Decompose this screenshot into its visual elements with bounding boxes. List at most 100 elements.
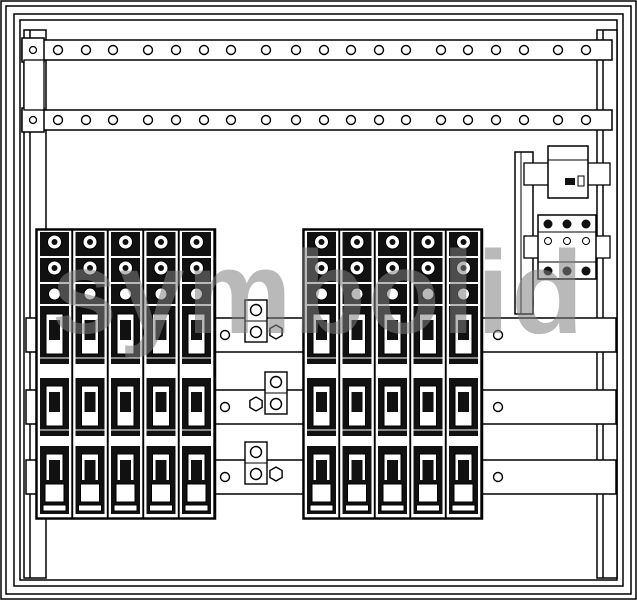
terminal-screw-center <box>51 265 58 271</box>
fuse-link <box>422 320 434 340</box>
fuse-link <box>49 320 60 340</box>
bottom-terminal-clamp <box>115 483 136 503</box>
connector-bolt <box>249 303 263 317</box>
fuse-link <box>387 392 398 412</box>
fuse-link <box>84 392 96 412</box>
bolt-hole <box>462 44 474 56</box>
bolt-hole <box>260 44 272 56</box>
terminal-screw <box>457 287 470 301</box>
bolt-hole <box>170 114 182 126</box>
bolt-hole <box>107 114 119 126</box>
fuse-link <box>458 460 469 480</box>
terminal-screw-center <box>87 265 93 271</box>
bolt-hole <box>345 44 357 56</box>
terminal-screw-center <box>318 239 325 245</box>
bolt-hole <box>373 44 385 56</box>
clamp-screw <box>28 45 38 55</box>
bolt-hole <box>80 114 92 126</box>
bolt-hole <box>552 114 564 126</box>
connector-bolt <box>269 375 283 389</box>
busbar-hole <box>219 471 231 483</box>
bolt-hole <box>518 44 530 56</box>
fuse-link <box>316 392 327 412</box>
bolt-hole <box>52 44 64 56</box>
terminal-screw <box>119 287 132 301</box>
terminal-screw-center <box>425 265 431 271</box>
fuse-link <box>191 320 202 340</box>
bolt-hole <box>435 114 447 126</box>
bolt-hole <box>170 44 182 56</box>
terminal-screw-center <box>87 239 93 245</box>
fuse-link <box>387 460 398 480</box>
bolt-hole <box>462 114 474 126</box>
bottom-terminal-plate <box>416 504 440 512</box>
bolt-hole <box>552 44 564 56</box>
bolt-hole <box>80 44 92 56</box>
connector-bolt <box>249 445 263 459</box>
terminal-screw <box>386 287 399 301</box>
breaker-terminal-top <box>543 219 553 229</box>
bottom-terminal-clamp <box>347 483 367 503</box>
fuse-group <box>35 228 217 520</box>
bolt-hole <box>142 44 154 56</box>
breaker-terminal-bottom <box>581 266 591 276</box>
rcd-indicator <box>577 175 585 187</box>
fuse-link <box>316 320 327 340</box>
fuse-link <box>387 320 398 340</box>
hex-nut <box>269 466 283 482</box>
connector-bolt <box>269 397 283 411</box>
bolt-hole <box>373 114 385 126</box>
bolt-hole <box>435 44 447 56</box>
fuse-link <box>155 320 167 340</box>
terminal-screw-center <box>122 265 129 271</box>
bolt-hole <box>580 44 592 56</box>
bolt-hole <box>225 114 237 126</box>
fuse-link <box>191 392 202 412</box>
bottom-terminal-clamp <box>151 483 171 503</box>
hex-nut <box>249 396 263 412</box>
terminal-screw-center <box>51 239 58 245</box>
fuse-link <box>191 460 202 480</box>
enclosure-inner <box>13 13 624 587</box>
bolt-hole <box>142 114 154 126</box>
terminal-screw-center <box>193 265 200 271</box>
fuse-link <box>120 460 131 480</box>
bottom-terminal-plate <box>309 504 334 512</box>
bolt-hole <box>518 114 530 126</box>
bolt-hole <box>52 114 64 126</box>
bottom-terminal-clamp <box>44 483 65 503</box>
terminal-screw-center <box>460 265 467 271</box>
terminal-screw <box>421 287 435 301</box>
rcd-device <box>547 145 589 199</box>
bottom-terminal-clamp <box>311 483 332 503</box>
busbar-hole <box>492 329 504 341</box>
terminal-screw-center <box>354 265 360 271</box>
breaker-terminal-top <box>562 219 572 229</box>
bolt-hole <box>198 44 210 56</box>
bolt-hole <box>290 114 302 126</box>
bolt-hole <box>107 44 119 56</box>
terminal-screw-center <box>158 265 164 271</box>
fuse-link <box>49 460 60 480</box>
terminal-screw-center <box>193 239 200 245</box>
fuse-link <box>316 460 327 480</box>
busbar-hole <box>219 329 231 341</box>
bottom-terminal-plate <box>113 504 138 512</box>
busbar-support <box>23 59 45 111</box>
terminal-screw <box>190 287 203 301</box>
top-busbars <box>21 37 613 133</box>
fuse-link <box>458 320 469 340</box>
busbar-hole <box>219 401 231 413</box>
bolt-hole <box>400 44 412 56</box>
terminal-screw-center <box>354 239 360 245</box>
terminal-screw <box>48 287 61 301</box>
din-rail-section <box>514 145 611 315</box>
terminal-screw-center <box>318 265 325 271</box>
rcd-test-button <box>565 178 575 185</box>
terminal-screw <box>154 287 168 301</box>
din-rail <box>514 151 534 315</box>
hex-nut <box>269 324 283 340</box>
connector-bolt <box>249 467 263 481</box>
